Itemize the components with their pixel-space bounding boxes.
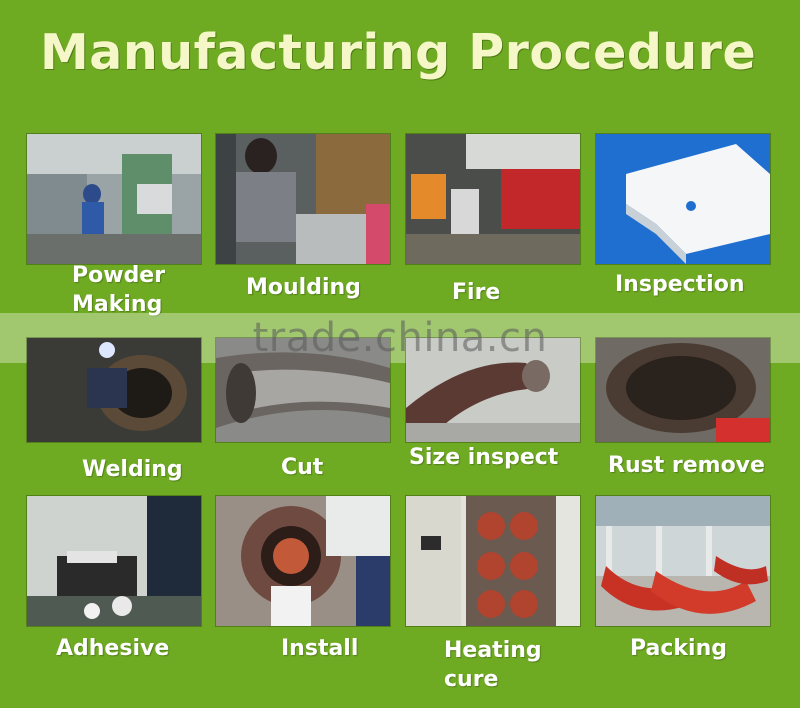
photo-rust-remove xyxy=(596,338,770,442)
caption-install: Install xyxy=(281,636,359,661)
photo-packing xyxy=(596,496,770,626)
photo-welding xyxy=(27,338,201,442)
photo-size-inspect xyxy=(406,338,580,442)
photo-cut xyxy=(216,338,390,442)
photo-powder-making xyxy=(27,134,201,264)
caption-packing: Packing xyxy=(630,636,728,661)
caption-size-inspect: Size inspect xyxy=(409,445,559,470)
caption-rust-remove: Rust remove xyxy=(608,453,765,478)
watermark-text: trade.china.cn xyxy=(252,315,548,361)
photo-moulding xyxy=(216,134,390,264)
caption-cut: Cut xyxy=(281,455,324,480)
caption-fire: Fire xyxy=(452,280,501,305)
photo-heating-cure xyxy=(406,496,580,626)
photo-adhesive xyxy=(27,496,201,626)
photo-inspection xyxy=(596,134,770,264)
page-title: Manufacturing Procedure xyxy=(40,24,757,81)
caption-heating-cure: Heating cure xyxy=(444,638,542,692)
photo-install xyxy=(216,496,390,626)
caption-adhesive: Adhesive xyxy=(56,636,170,661)
caption-inspection: Inspection xyxy=(615,272,745,297)
caption-moulding: Moulding xyxy=(246,275,361,300)
caption-powder-making: Powder Making xyxy=(72,263,166,317)
photo-fire xyxy=(406,134,580,264)
caption-welding: Welding xyxy=(82,457,183,482)
